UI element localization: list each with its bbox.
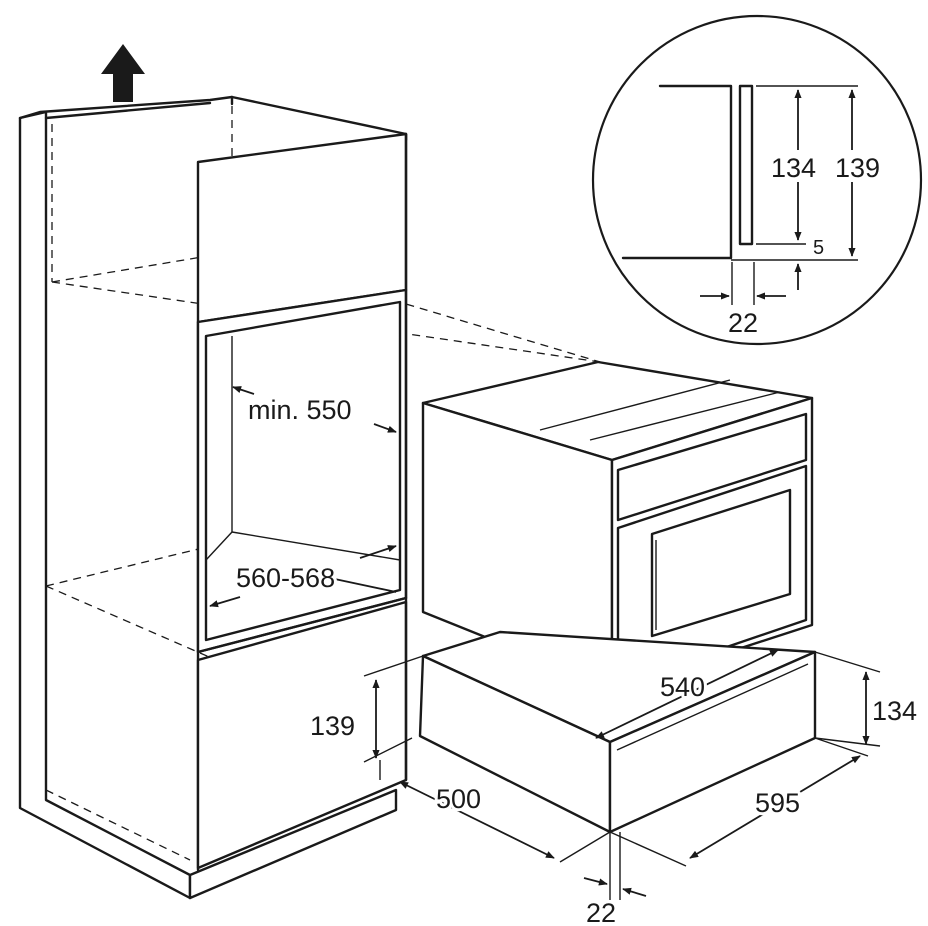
oven-control-panel [616,412,808,522]
label-22-detail: 22 [728,308,758,338]
label-22-front: 22 [586,898,616,926]
oven-niche-opening [204,300,402,642]
label-560-568: 560-568 [236,563,335,593]
label-500: 500 [436,784,481,814]
cabinet-plinth [188,788,398,900]
label-139-niche: 139 [310,711,355,741]
label-540: 540 [660,672,705,702]
label-595: 595 [755,788,800,818]
detail-view: 134 139 5 22 [591,14,923,346]
built-in-oven [421,360,814,692]
cabinet-side-panel [18,110,192,900]
label-134-detail: 134 [771,153,816,183]
label-139-detail: 139 [835,153,880,183]
tall-cabinet [18,95,601,900]
label-134-drawer: 134 [872,696,917,726]
label-min-550: min. 550 [248,395,352,425]
oven-door-window [650,488,792,638]
cabinet-top-edge [18,95,408,142]
arrow-up-icon [101,44,145,102]
label-5-detail: 5 [813,237,824,259]
